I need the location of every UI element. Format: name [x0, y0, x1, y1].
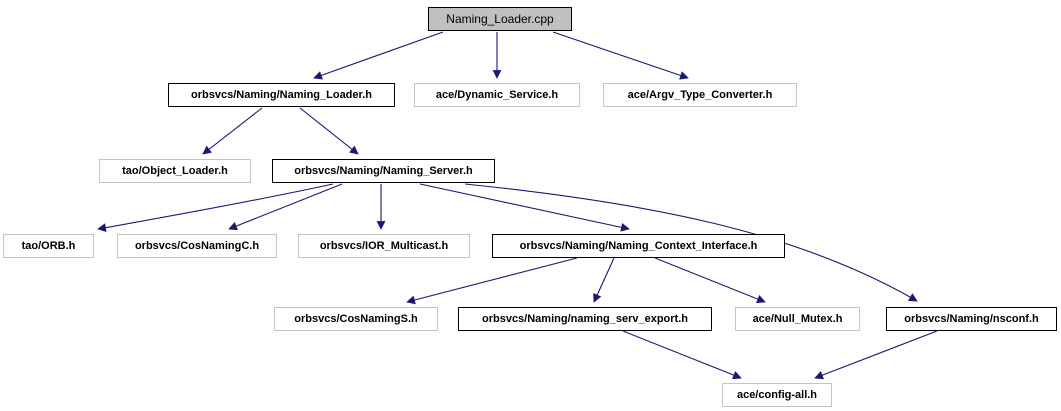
node-label: orbsvcs/Naming/Naming_Server.h [294, 165, 473, 177]
node-label: ace/Argv_Type_Converter.h [627, 89, 773, 101]
node-naming-server-h[interactable]: orbsvcs/Naming/Naming_Server.h [272, 159, 495, 183]
node-label: orbsvcs/CosNamingC.h [134, 240, 260, 252]
edge-naming-loader-cpp-to-argv-type-converter-h [552, 31, 689, 80]
node-nsconf-h[interactable]: orbsvcs/Naming/nsconf.h [886, 307, 1057, 331]
node-null-mutex-h: ace/Null_Mutex.h [735, 307, 860, 331]
edge-naming-context-interface-h-to-cosnamings-h [406, 257, 578, 305]
edge-naming-context-interface-h-to-naming-serv-export-h [593, 257, 615, 303]
edge-naming-context-interface-h-to-null-mutex-h [654, 257, 766, 304]
node-label: orbsvcs/Naming/Naming_Loader.h [191, 89, 372, 101]
edge-naming-loader-h-to-naming-server-h [299, 107, 359, 155]
node-naming-loader-h[interactable]: orbsvcs/Naming/Naming_Loader.h [168, 83, 395, 107]
node-label: tao/ORB.h [21, 240, 76, 252]
node-object-loader-h: tao/Object_Loader.h [99, 159, 251, 183]
edge-naming-server-h-to-orb-h [97, 183, 334, 232]
node-naming-serv-export-h[interactable]: orbsvcs/Naming/naming_serv_export.h [458, 307, 712, 331]
node-label: tao/Object_Loader.h [122, 165, 228, 177]
node-label: orbsvcs/Naming/Naming_Context_Interface.… [519, 240, 758, 252]
node-label: orbsvcs/Naming/nsconf.h [904, 313, 1039, 325]
edge-naming-serv-export-h-to-config-all-h [622, 330, 742, 380]
node-naming-loader-cpp: Naming_Loader.cpp [428, 7, 572, 31]
node-label: orbsvcs/IOR_Multicast.h [319, 240, 449, 252]
node-orb-h: tao/ORB.h [3, 234, 94, 258]
edge-naming-server-h-to-cosnamingc-h [228, 183, 343, 231]
node-cosnamingc-h: orbsvcs/CosNamingC.h [117, 234, 277, 258]
edge-nsconf-h-to-config-all-h [814, 330, 938, 380]
node-argv-type-converter-h: ace/Argv_Type_Converter.h [603, 83, 797, 107]
edge-naming-server-h-to-nsconf-h [464, 183, 918, 302]
node-naming-context-interface-h[interactable]: orbsvcs/Naming/Naming_Context_Interface.… [492, 234, 785, 258]
node-label: ace/Null_Mutex.h [752, 313, 843, 325]
node-label: orbsvcs/Naming/naming_serv_export.h [481, 313, 688, 325]
node-label: orbsvcs/CosNamingS.h [294, 313, 418, 325]
edge-naming-loader-cpp-to-naming-loader-h [313, 31, 444, 80]
edge-naming-server-h-to-naming-context-interface-h [419, 183, 630, 232]
edge-naming-loader-h-to-object-loader-h [202, 107, 263, 155]
node-ior-multicast-h: orbsvcs/IOR_Multicast.h [298, 234, 470, 258]
node-label: ace/config-all.h [736, 389, 818, 401]
node-label: ace/Dynamic_Service.h [435, 89, 559, 101]
node-cosnamings-h: orbsvcs/CosNamingS.h [274, 307, 438, 331]
node-dynamic-service-h: ace/Dynamic_Service.h [414, 83, 580, 107]
node-label: Naming_Loader.cpp [446, 12, 554, 26]
node-config-all-h: ace/config-all.h [722, 383, 832, 407]
